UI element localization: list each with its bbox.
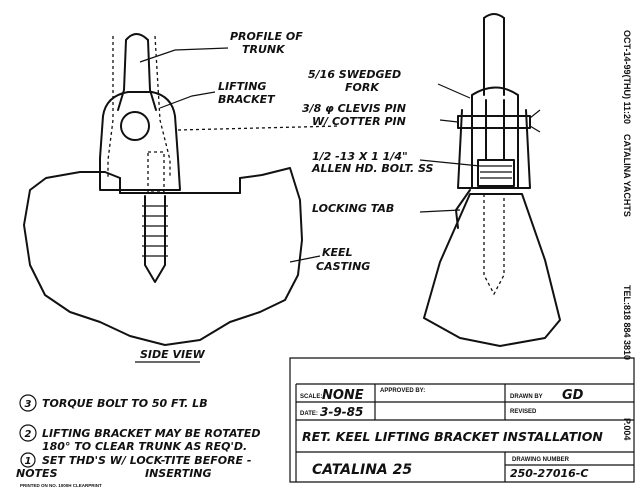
note-1-line1: SET THD'S W/ LOCK-TITE BEFORE - [42, 454, 251, 467]
side-view-drawing [23, 33, 341, 363]
label-side-view: SIDE VIEW [140, 348, 206, 361]
note-1-line2: INSERTING [145, 467, 212, 480]
drawing-number: 250-27016-C [510, 467, 588, 480]
note-number-2: 2 [25, 429, 32, 440]
drawn-by-value: GD [562, 388, 584, 403]
revised-label: REVISED [510, 409, 537, 415]
model-name: CATALINA 25 [312, 462, 412, 478]
label-lifting-bracket-1: LIFTING [218, 80, 266, 93]
approved-label: APPROVED BY: [380, 388, 425, 394]
date-label: DATE: [300, 411, 318, 417]
fax-header: OCT-14-99(THU) 11:20 CATALINA YACHTS TEL… [622, 30, 632, 440]
note-2-line1: LIFTING BRACKET MAY BE ROTATED [42, 427, 261, 440]
note-number-3: 3 [25, 399, 32, 410]
drawing-number-label: DRAWING NUMBER [512, 457, 570, 463]
note-3-text: TORQUE BOLT TO 50 FT. LB [42, 397, 208, 410]
note-2-line2: 180° TO CLEAR TRUNK AS REQ'D. [42, 440, 247, 453]
label-allen-bolt-1: 1/2 -13 X 1 1/4" [312, 150, 408, 163]
note-number-1: 1 [25, 456, 32, 467]
label-allen-bolt-2: ALLEN HD. BOLT. SS [311, 162, 434, 175]
label-clevis-pin-1: 3/8 φ CLEVIS PIN [302, 102, 406, 115]
footer-stamp: PRINTED ON NO. 1000H CLEARPRINT [20, 483, 102, 488]
fax-timestamp: OCT-14-99(THU) 11:20 [622, 30, 632, 124]
notes-label: NOTES [16, 467, 58, 480]
date-value: 3-9-85 [320, 405, 363, 419]
label-swedged-fork-2: FORK [345, 81, 380, 94]
notes-block: 3 TORQUE BOLT TO 50 FT. LB 2 LIFTING BRA… [16, 394, 261, 480]
scale-label: SCALE: [300, 394, 322, 400]
scale-value: NONE [322, 388, 364, 403]
fax-telephone: TEL:818 884 3810 [622, 285, 632, 360]
label-lifting-bracket-2: BRACKET [218, 93, 276, 106]
label-keel-casting-1: KEEL [322, 246, 353, 259]
front-view-drawing [419, 13, 561, 347]
label-keel-casting-2: CASTING [316, 260, 370, 273]
label-locking-tab: LOCKING TAB [312, 202, 394, 215]
label-profile-of-trunk-1: PROFILE OF [230, 30, 303, 43]
drawn-by-label: DRAWN BY [510, 394, 543, 400]
fax-company: CATALINA YACHTS [622, 134, 632, 217]
fax-page-number: P.004 [622, 418, 632, 440]
title-block: SCALE: NONE APPROVED BY: DRAWN BY GD DAT… [289, 357, 635, 483]
label-swedged-fork-1: 5/16 SWEDGED [308, 68, 401, 81]
label-profile-of-trunk-2: TRUNK [242, 43, 286, 56]
drawing-title: RET. KEEL LIFTING BRACKET INSTALLATION [302, 429, 603, 444]
label-clevis-pin-2: W/ COTTER PIN [312, 115, 406, 128]
